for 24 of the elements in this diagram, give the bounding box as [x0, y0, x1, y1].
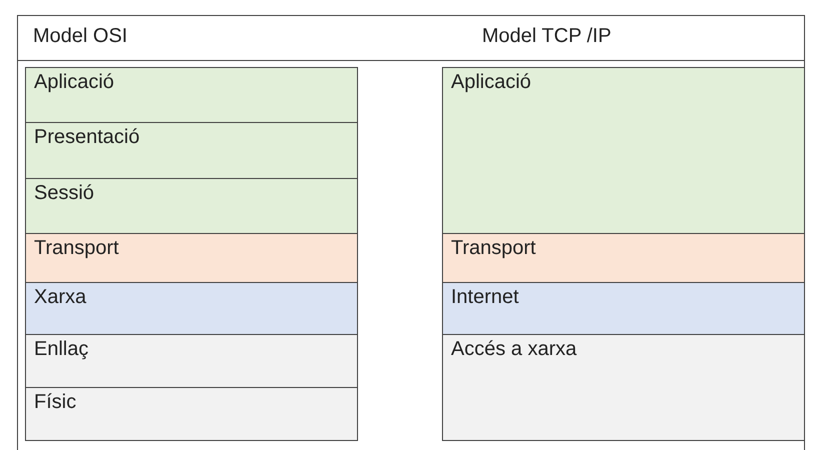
layer-box — [442, 233, 805, 283]
layer-box — [25, 282, 358, 335]
layer-label: Xarxa — [34, 286, 86, 308]
layer-label: Transport — [451, 237, 536, 259]
layer-label: Enllaç — [34, 338, 88, 360]
layer-label: Internet — [451, 286, 519, 308]
layer-label: Físic — [34, 391, 76, 413]
layer-box — [442, 282, 805, 335]
layer-box — [25, 122, 358, 179]
layer-box — [25, 67, 358, 123]
layer-box — [442, 334, 805, 441]
layer-box — [25, 334, 358, 388]
layer-label: Transport — [34, 237, 119, 259]
layer-box — [25, 178, 358, 234]
layer-label: Aplicació — [34, 71, 114, 93]
layer-box — [442, 67, 805, 234]
layer-label: Presentació — [34, 126, 140, 148]
layer-box — [25, 387, 358, 441]
layer-label: Accés a xarxa — [451, 338, 577, 360]
column-heading: Model OSI — [33, 25, 128, 48]
layer-box — [25, 233, 358, 283]
column-heading: Model TCP /IP — [482, 25, 612, 48]
layer-label: Sessió — [34, 182, 94, 204]
layer-label: Aplicació — [451, 71, 532, 93]
